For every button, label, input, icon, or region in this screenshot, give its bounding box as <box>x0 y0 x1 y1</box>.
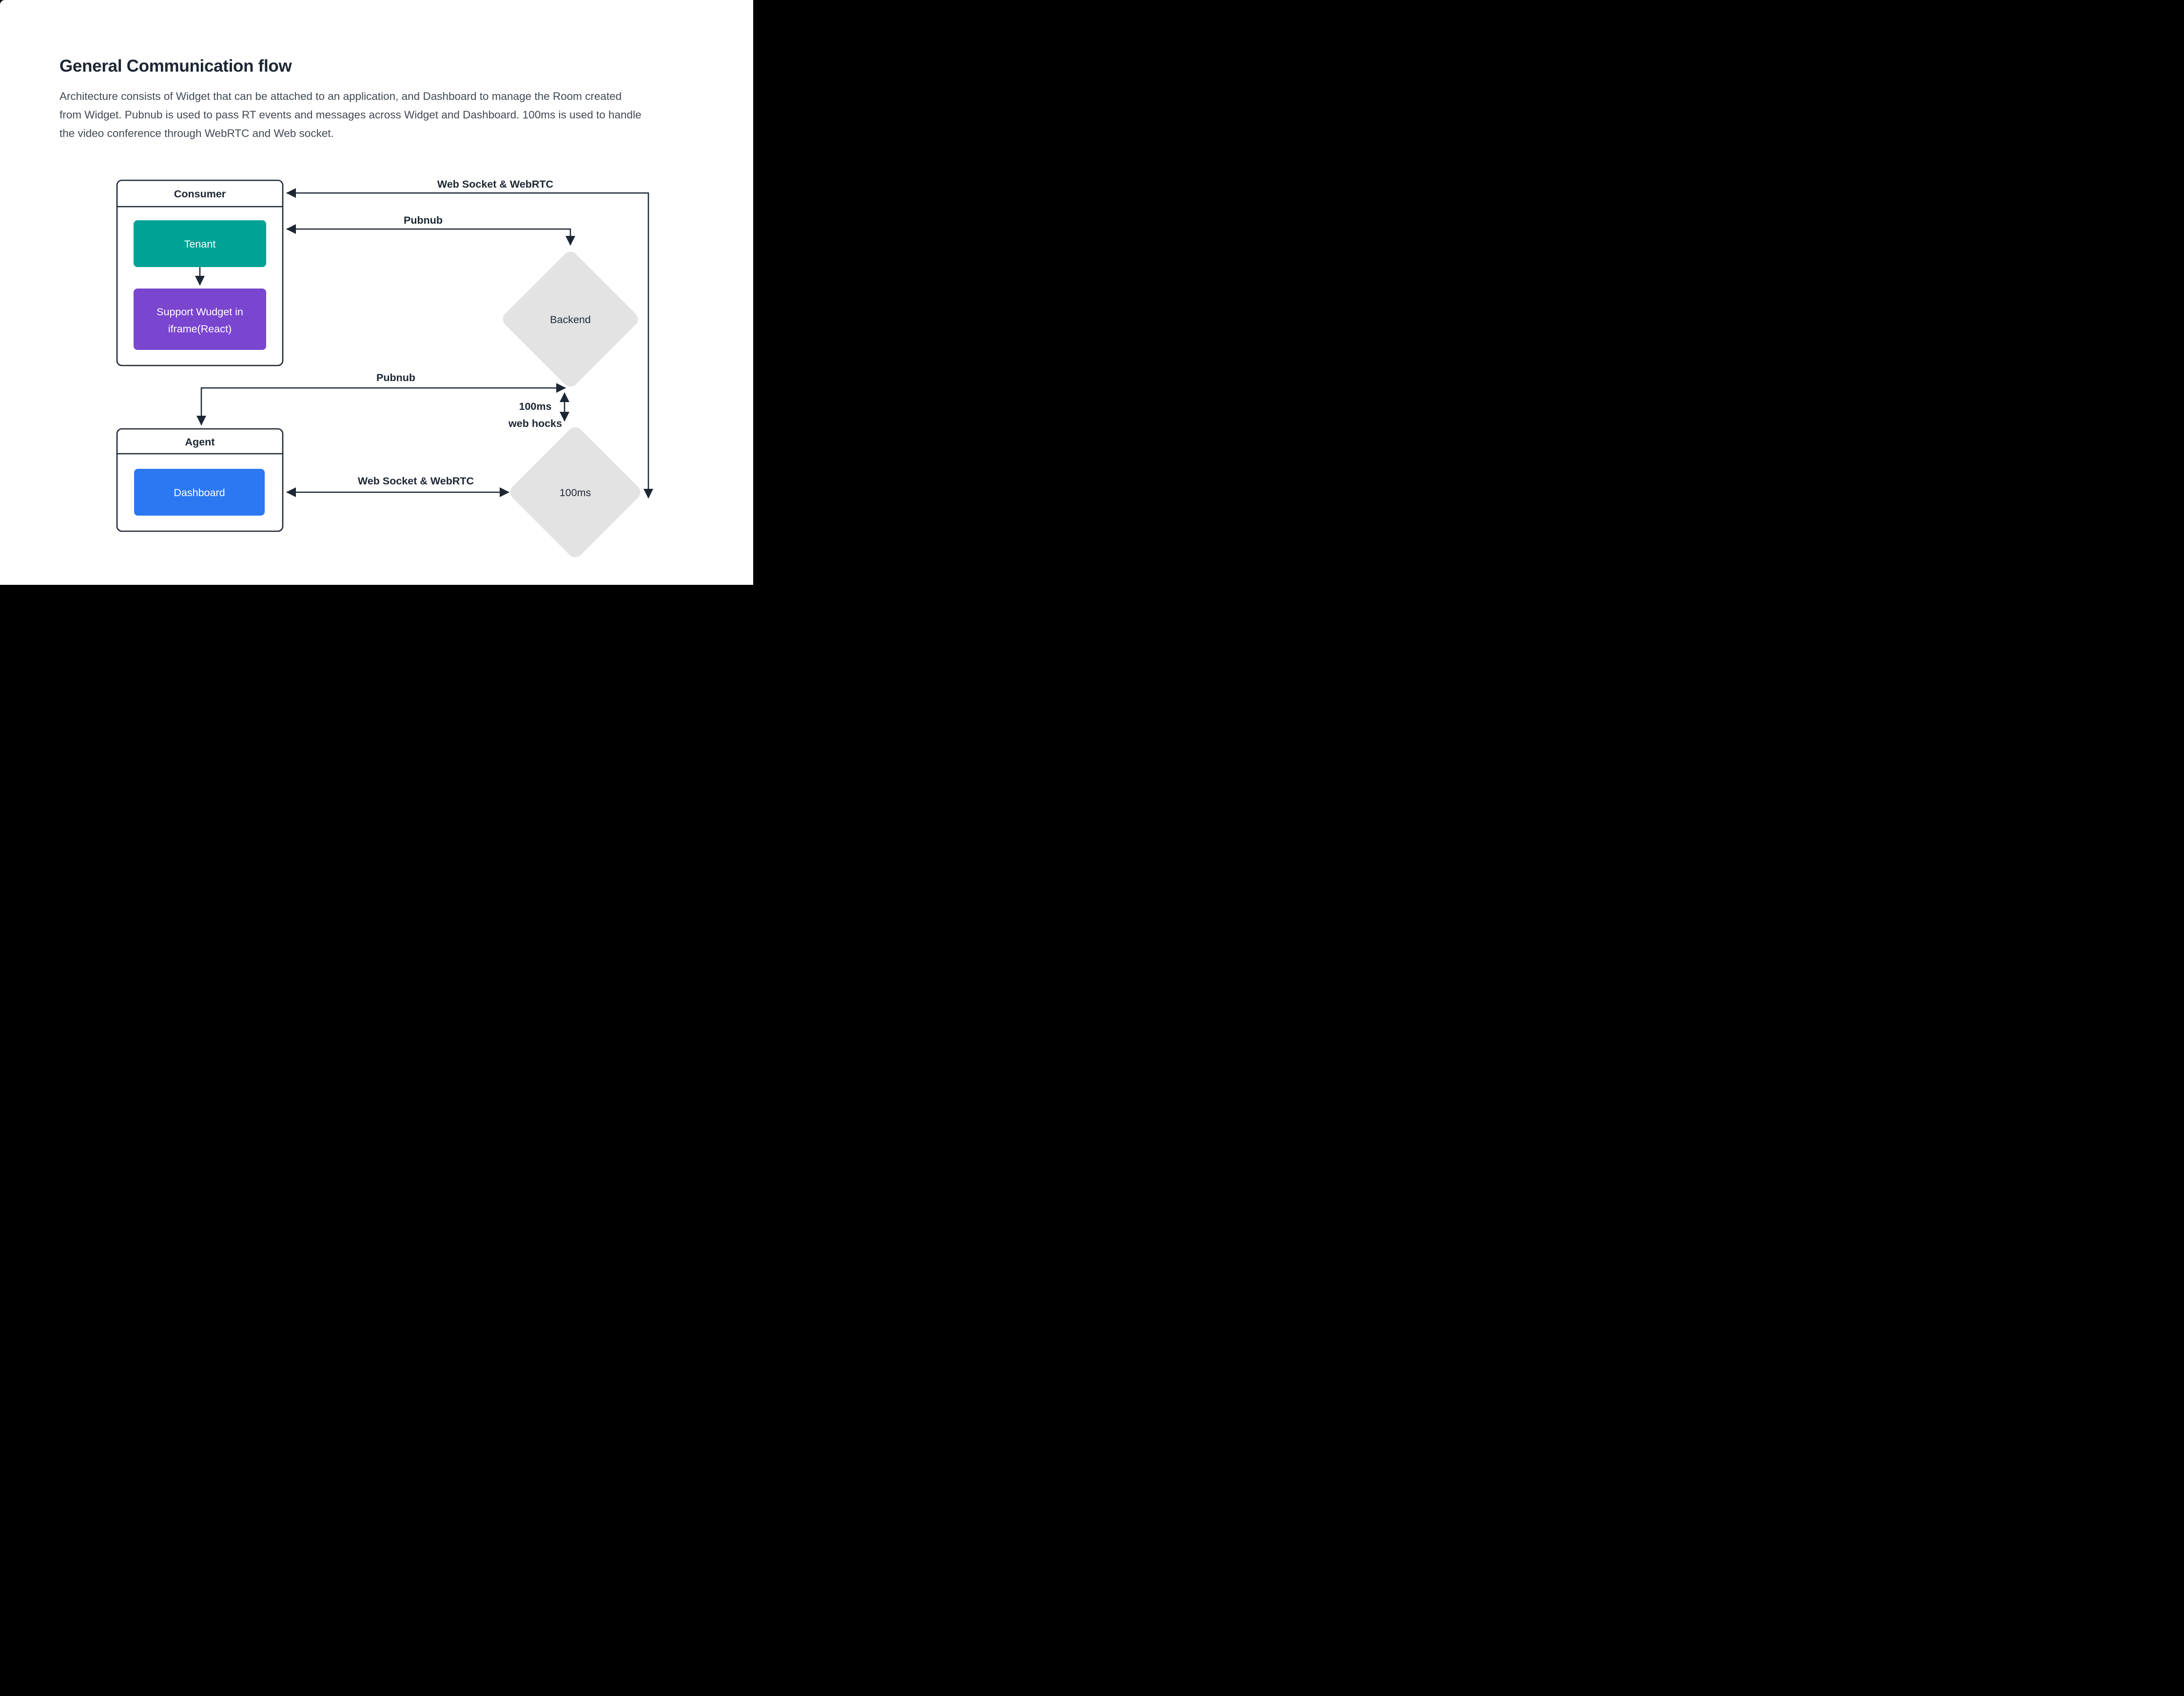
edge-webhooks-label-line2: web hocks <box>508 418 562 429</box>
edge-websocket-bottom-label: Web Socket & WebRTC <box>358 475 474 487</box>
consumer-title: Consumer <box>174 188 226 200</box>
backend-node: Backend <box>503 251 638 387</box>
hundredms-label: 100ms <box>560 487 591 499</box>
edge-websocket-top <box>286 188 653 499</box>
edge-pubnub-top <box>286 224 575 246</box>
architecture-diagram: Backend 100ms Web Socket & WebRTC Pubnub… <box>116 178 653 558</box>
hundredms-node: 100ms <box>510 427 641 558</box>
edge-pubnub-mid <box>196 383 566 425</box>
document-page: General Communication flow Architecture … <box>0 0 753 585</box>
page-title: General Communication flow <box>59 57 292 76</box>
dashboard-node <box>134 469 265 516</box>
support-widget-label-line2: iframe(React) <box>168 323 232 335</box>
agent-container: Agent Dashboard <box>116 428 284 532</box>
edge-websocket-top-label: Web Socket & WebRTC <box>437 178 553 190</box>
consumer-container: Consumer Tenant Support Wudget in iframe… <box>116 179 284 366</box>
support-widget-node <box>134 289 266 350</box>
dashboard-label: Dashboard <box>174 487 225 499</box>
agent-title: Agent <box>185 436 215 448</box>
edge-pubnub-mid-label: Pubnub <box>376 372 415 384</box>
backend-label: Backend <box>550 314 591 326</box>
page-description: Architecture consists of Widget that can… <box>59 90 642 139</box>
edge-pubnub-top-label: Pubnub <box>404 214 443 226</box>
support-widget-label-line1: Support Wudget in <box>156 306 243 318</box>
tenant-label: Tenant <box>184 238 216 250</box>
tenant-node <box>134 220 266 267</box>
edge-webhooks-label-line1: 100ms <box>519 401 552 412</box>
